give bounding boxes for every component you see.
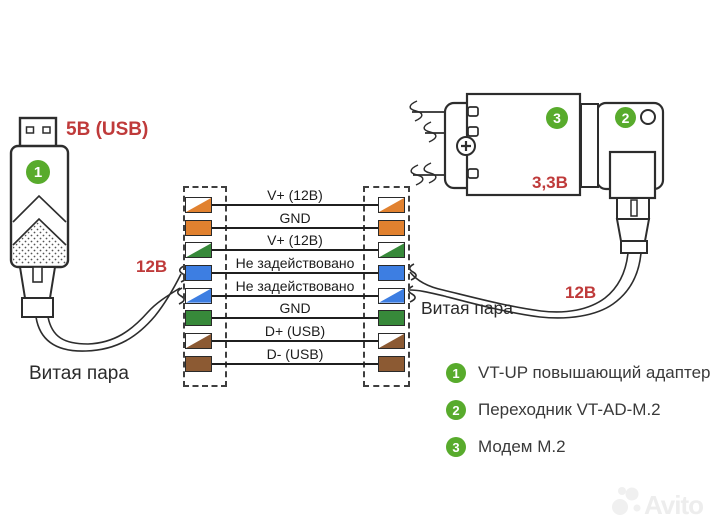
legend-item-1: 1 VT-UP повышающий адаптер (446, 363, 710, 383)
wire-swatch-left (185, 197, 212, 213)
wire-stripe (379, 243, 404, 258)
wire-stripe (186, 333, 211, 348)
wire-swatch-left (185, 310, 212, 327)
wire-line (212, 204, 378, 206)
legend-item-3: 3 Модем M.2 (446, 437, 566, 457)
wire-label: Не задействовано (235, 277, 355, 294)
wire-line (212, 339, 378, 342)
watermark-text: Avito (644, 490, 704, 520)
wire-stripe (186, 198, 211, 212)
right-cable (407, 252, 642, 319)
right-cable-label: Витая пара (421, 298, 514, 318)
wire-swatch-left (185, 287, 212, 304)
wire-line (212, 271, 378, 274)
wire-rows: V+ (12В) GND V+ (12В) Не задействовано Не за… (183, 186, 410, 387)
wire-swatch-right (378, 197, 405, 213)
legend-label-1: VT-UP повышающий адаптер (478, 363, 711, 382)
wire-stripe (186, 288, 211, 303)
wire-swatch-right (378, 355, 405, 372)
wire-swatch-left (185, 332, 212, 349)
wire-label: GND (279, 209, 311, 226)
left-cable (35, 265, 187, 352)
wire-label: GND (279, 300, 311, 317)
wire-label: Не задействовано (235, 254, 355, 271)
legend-item-2: 2 Переходник VT-AD-M.2 (446, 400, 661, 420)
wire-swatch-left (185, 264, 212, 281)
right-cable-voltage-label: 12В (565, 283, 597, 302)
usb-voltage-label: 5В (USB) (66, 119, 149, 140)
wire-stripe (379, 288, 404, 303)
wire-swatch-left (185, 242, 212, 259)
modem-voltage-label: 3,3В (532, 173, 568, 192)
adapter-badge: 2 (615, 107, 636, 128)
wire-line (212, 226, 378, 229)
legend-label-3: Модем M.2 (478, 437, 566, 456)
modem-assembly-shape (409, 92, 665, 254)
modem-badge: 3 (546, 107, 568, 129)
wire-swatch-left (185, 219, 212, 236)
wire-label: V+ (12В) (267, 232, 323, 249)
avito-logo-icon (612, 487, 641, 515)
wire-line (212, 294, 378, 297)
wire-label: V+ (12В) (267, 187, 323, 203)
wire-stripe (379, 333, 404, 348)
left-cable-voltage-label: 12В (136, 257, 168, 276)
right-connector-box (363, 186, 410, 387)
wire-line (212, 362, 378, 365)
legend-label-2: Переходник VT-AD-M.2 (478, 400, 661, 419)
left-connector-box (183, 186, 227, 387)
wire-swatch-right (378, 332, 405, 349)
legend-badge-2: 2 (446, 400, 466, 420)
wire-swatch-right (378, 310, 405, 327)
legend-badge-3: 3 (446, 437, 466, 457)
wire-label: D+ (USB) (264, 322, 326, 339)
wire-swatch-right (378, 287, 405, 304)
usb-adapter-shape (9, 116, 70, 318)
legend-badge-1: 1 (446, 363, 466, 383)
usb-adapter-badge: 1 (26, 160, 50, 184)
wire-swatch-right (378, 242, 405, 259)
left-cable-label: Витая пара (29, 363, 129, 384)
wire-stripe (379, 198, 404, 212)
wire-line (212, 317, 378, 320)
wire-swatch-left (185, 355, 212, 372)
wire-label: D- (USB) (266, 345, 324, 362)
wire-swatch-right (378, 219, 405, 236)
wire-line (212, 249, 378, 252)
wire-stripe (186, 243, 211, 258)
wire-swatch-right (378, 264, 405, 281)
